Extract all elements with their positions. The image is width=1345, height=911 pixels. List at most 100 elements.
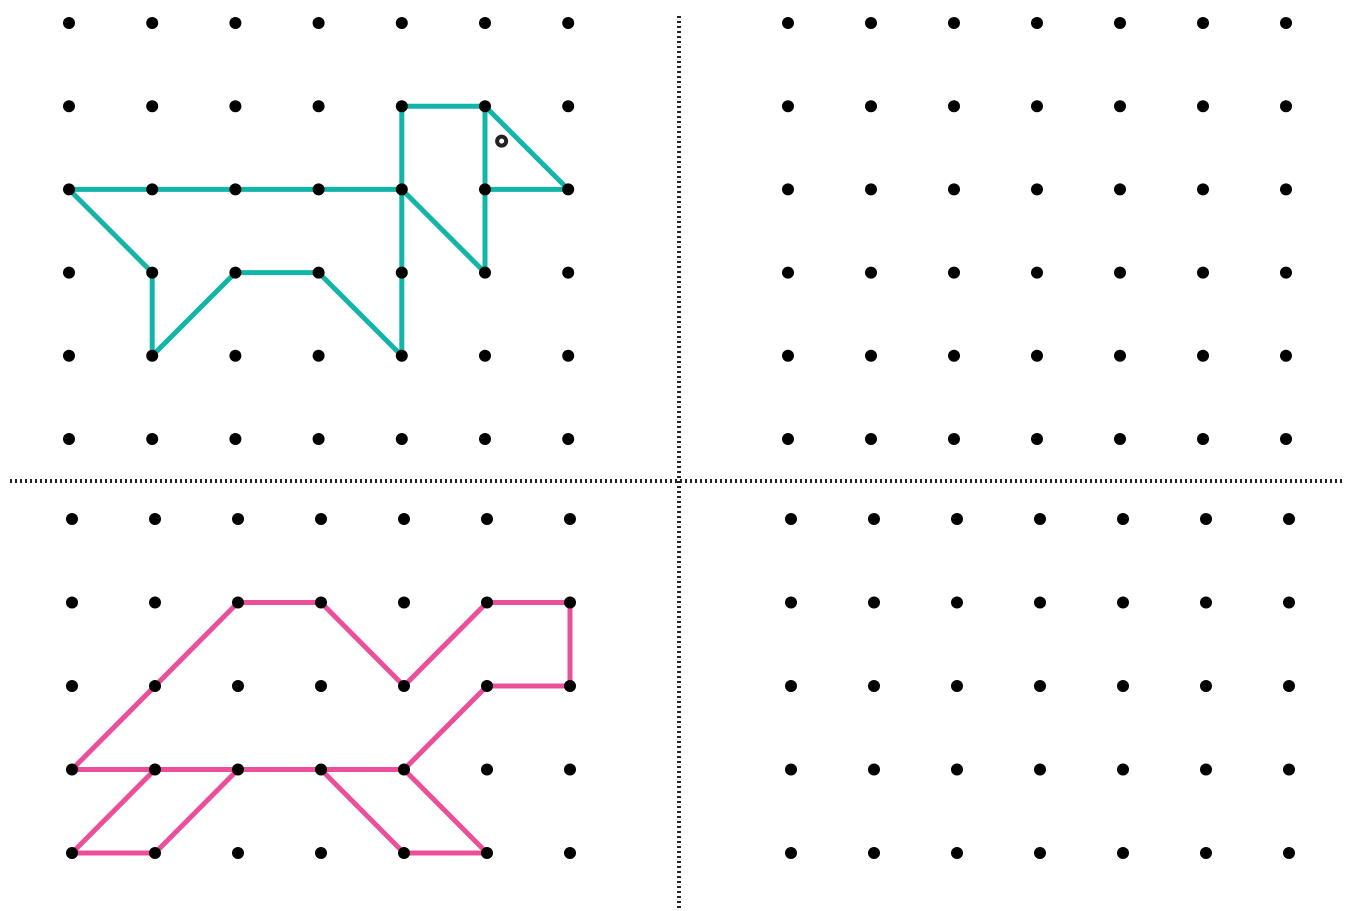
grid-dot bbox=[868, 513, 880, 525]
grid-dot bbox=[564, 597, 576, 609]
grid-dot bbox=[1280, 433, 1292, 445]
grid-dot bbox=[1197, 350, 1209, 362]
grid-dot bbox=[1197, 17, 1209, 29]
grid-dot bbox=[1031, 433, 1043, 445]
grid-dot bbox=[1200, 847, 1212, 859]
figure-line bbox=[69, 189, 152, 272]
grid-dot bbox=[1034, 597, 1046, 609]
grid-dot bbox=[66, 597, 78, 609]
grid-dot bbox=[63, 183, 75, 195]
grid-dot bbox=[782, 100, 794, 112]
grid-dot bbox=[66, 764, 78, 776]
grid-dot bbox=[948, 183, 960, 195]
grid-dot bbox=[481, 764, 493, 776]
grid-dot bbox=[1117, 597, 1129, 609]
grid-dot bbox=[948, 350, 960, 362]
grid-dot bbox=[1280, 350, 1292, 362]
grid-dot bbox=[868, 680, 880, 692]
grid-dot bbox=[785, 764, 797, 776]
turtle-figure bbox=[72, 603, 570, 854]
grid-dot bbox=[229, 267, 241, 279]
grid-dot bbox=[782, 17, 794, 29]
grid-dot bbox=[1117, 847, 1129, 859]
grid-dot bbox=[481, 847, 493, 859]
grid-dot bbox=[315, 513, 327, 525]
grid-dot bbox=[149, 680, 161, 692]
grid-dot bbox=[229, 17, 241, 29]
grid-dot bbox=[146, 17, 158, 29]
grid-dot bbox=[232, 597, 244, 609]
dog-figure bbox=[69, 106, 568, 356]
figure-line bbox=[404, 603, 487, 687]
grid-dot bbox=[1197, 183, 1209, 195]
grid-dot bbox=[1031, 350, 1043, 362]
grid-dot bbox=[479, 267, 491, 279]
grid-dot bbox=[1280, 267, 1292, 279]
grid-dot bbox=[1031, 183, 1043, 195]
grid-dot bbox=[782, 267, 794, 279]
figure-line bbox=[321, 770, 404, 854]
grid-dot bbox=[146, 183, 158, 195]
grid-dot bbox=[564, 847, 576, 859]
grid-dot bbox=[782, 433, 794, 445]
grid-dot bbox=[66, 513, 78, 525]
grid-dot bbox=[1034, 847, 1046, 859]
grid-dot bbox=[1031, 100, 1043, 112]
grid-dot bbox=[396, 433, 408, 445]
grid-dot bbox=[951, 847, 963, 859]
grid-dot bbox=[1117, 513, 1129, 525]
grid-dot bbox=[951, 680, 963, 692]
grid-dot bbox=[1114, 350, 1126, 362]
top-right-quadrant bbox=[782, 17, 1292, 445]
figure-line bbox=[402, 189, 485, 272]
grid-dot bbox=[229, 100, 241, 112]
grid-dot bbox=[313, 350, 325, 362]
grid-dot bbox=[1200, 513, 1212, 525]
grid-dot bbox=[1283, 513, 1295, 525]
grid-dot bbox=[948, 17, 960, 29]
grid-dot bbox=[562, 433, 574, 445]
grid-dot bbox=[66, 680, 78, 692]
grid-dot bbox=[481, 513, 493, 525]
grid-dot bbox=[1280, 100, 1292, 112]
grid-dot bbox=[479, 433, 491, 445]
grid-dot bbox=[63, 433, 75, 445]
grid-dot bbox=[313, 267, 325, 279]
grid-dot bbox=[865, 350, 877, 362]
grid-dot bbox=[479, 100, 491, 112]
grid-dot bbox=[1114, 433, 1126, 445]
grid-dot bbox=[63, 100, 75, 112]
grid-dot bbox=[948, 267, 960, 279]
grid-dot bbox=[398, 680, 410, 692]
grid-dot bbox=[948, 100, 960, 112]
grid-dot bbox=[481, 597, 493, 609]
figure-line bbox=[404, 770, 487, 854]
grid-dot bbox=[481, 680, 493, 692]
grid-dot bbox=[479, 183, 491, 195]
grid-dot bbox=[782, 350, 794, 362]
grid-dot bbox=[398, 764, 410, 776]
grid-dot bbox=[564, 680, 576, 692]
grid-dot bbox=[564, 513, 576, 525]
grid-dot bbox=[562, 100, 574, 112]
grid-dot bbox=[1034, 680, 1046, 692]
grid-dots bbox=[782, 17, 1292, 445]
figure-line bbox=[72, 770, 155, 854]
grid-dot bbox=[149, 513, 161, 525]
grid-dot bbox=[865, 433, 877, 445]
grid-dot bbox=[63, 350, 75, 362]
grid-dot bbox=[868, 764, 880, 776]
grid-dot bbox=[66, 847, 78, 859]
grid-dot bbox=[229, 433, 241, 445]
grid-dot bbox=[229, 350, 241, 362]
grid-dot bbox=[1034, 764, 1046, 776]
grid-dot bbox=[865, 183, 877, 195]
grid-dot bbox=[313, 183, 325, 195]
grid-dot bbox=[1031, 267, 1043, 279]
grid-dot bbox=[951, 513, 963, 525]
grid-dot bbox=[232, 680, 244, 692]
grid-dot bbox=[1280, 17, 1292, 29]
grid-dot bbox=[1200, 597, 1212, 609]
grid-dot bbox=[479, 17, 491, 29]
grid-dot bbox=[396, 100, 408, 112]
